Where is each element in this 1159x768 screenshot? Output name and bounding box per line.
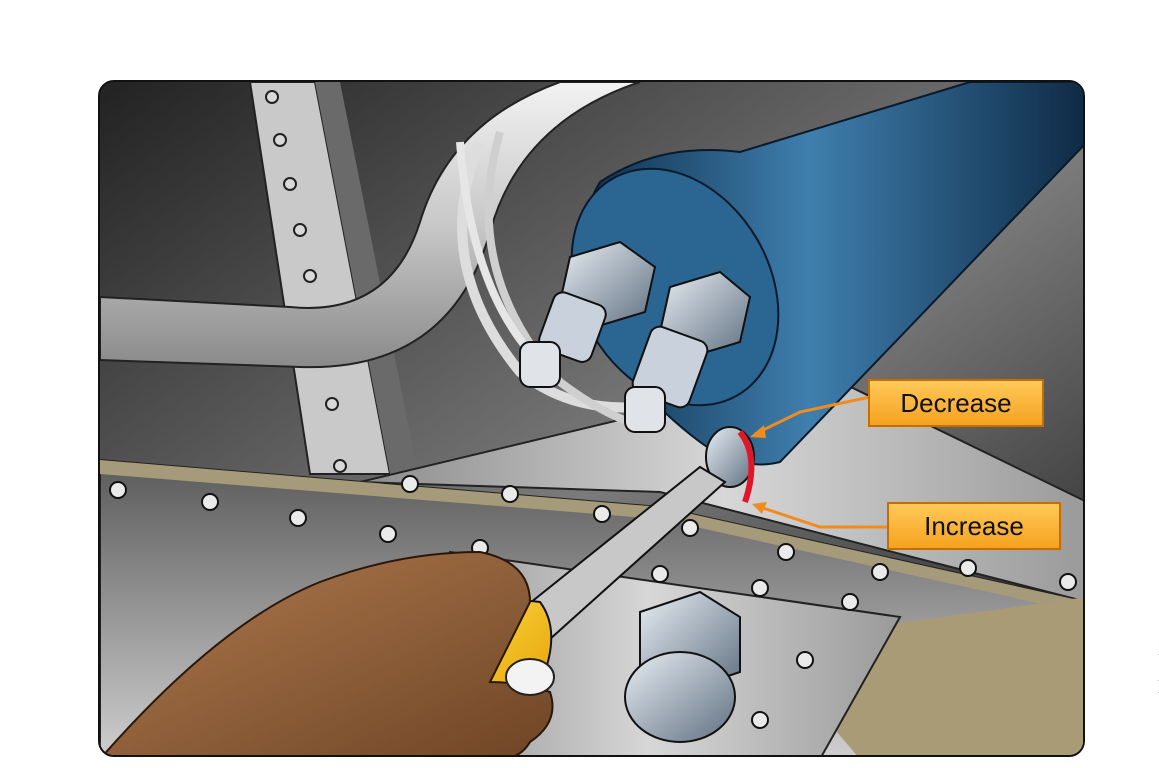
increase-arrow	[759, 505, 889, 529]
adjustment-screw	[705, 426, 755, 488]
decrease-arrow	[754, 395, 871, 436]
cable-c	[456, 141, 534, 355]
connector-left	[519, 240, 657, 388]
white-tube	[100, 82, 641, 369]
connector-right	[624, 270, 752, 433]
panel-screws	[109, 475, 1077, 729]
panel-edge-strip	[100, 460, 1083, 614]
rotation-mark	[737, 430, 755, 503]
thumbnail	[505, 658, 555, 696]
bolt-head	[624, 651, 736, 743]
strip-rivets	[265, 90, 347, 473]
riveted-strip-edge	[315, 82, 418, 474]
hand	[102, 550, 554, 755]
callout-increase: Increase	[887, 502, 1061, 550]
illustration-panel	[98, 80, 1085, 757]
callout-decrease: Decrease	[868, 379, 1044, 427]
